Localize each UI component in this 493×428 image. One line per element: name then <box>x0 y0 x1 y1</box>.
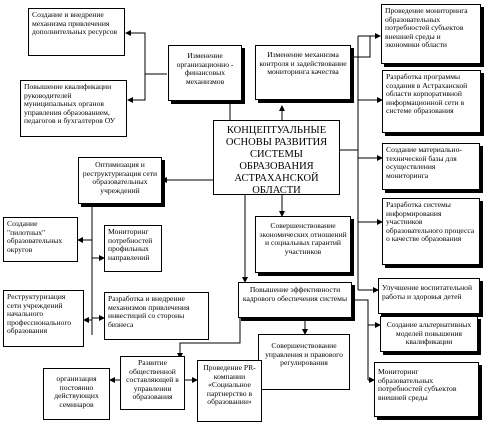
node-monitoring-external: Мониторинг образовательных потребностей … <box>374 362 479 417</box>
node-center: КОНЦЕПТУАЛЬНЫЕ ОСНОВЫ РАЗВИТИЯ СИСТЕМЫ О… <box>213 120 340 195</box>
node-optimization: Оптимизация и реструктуризация сети обра… <box>78 157 162 204</box>
node-program-network: Разработка программы создания в Астрахан… <box>382 70 481 133</box>
node-create-mechanisms: Создание и внедрение механизма привлечен… <box>28 8 125 56</box>
node-mgmt-legal: Совершенствование управления и правового… <box>258 334 350 390</box>
node-monitoring-profile: Мониторинг потребностей профильных напра… <box>104 225 162 272</box>
node-econ-relations: Совершенствование экономических отношени… <box>255 216 351 273</box>
node-seminars: организация постоянно действующих семина… <box>43 368 110 420</box>
node-change-control: Изменение механизма контроля и задейство… <box>255 45 351 100</box>
node-info-system: Разработка системы информирования участн… <box>382 198 480 265</box>
node-efficiency: Повышение эффективности кадрового обеспе… <box>238 282 352 318</box>
node-qualification: Повышение квалификации руководителей мун… <box>20 80 127 137</box>
node-upbringing: Улучшение воспитательной работы и здоров… <box>378 278 480 314</box>
node-change-org-fin: Изменение организационно - финансовых ме… <box>168 45 242 101</box>
node-pilot-districts: Создание "пилотных" образовательных окру… <box>3 217 78 262</box>
node-pr-campaign: Проведение PR-компании «Социальное партн… <box>197 360 262 422</box>
node-restructuring: Реструктуризация сети учреждений начальн… <box>3 290 84 347</box>
node-alt-models: Создание альтернативных моделей повышени… <box>380 316 478 352</box>
node-material-base: Создание материально-технической базы дл… <box>382 143 480 190</box>
node-business-invest: Разработка и внедрение механизмов привле… <box>104 292 209 340</box>
node-monitoring-needs: Проведение мониторинга образовательных п… <box>381 4 481 64</box>
node-public-component: Развитие общественной составляющей в упр… <box>120 356 185 410</box>
